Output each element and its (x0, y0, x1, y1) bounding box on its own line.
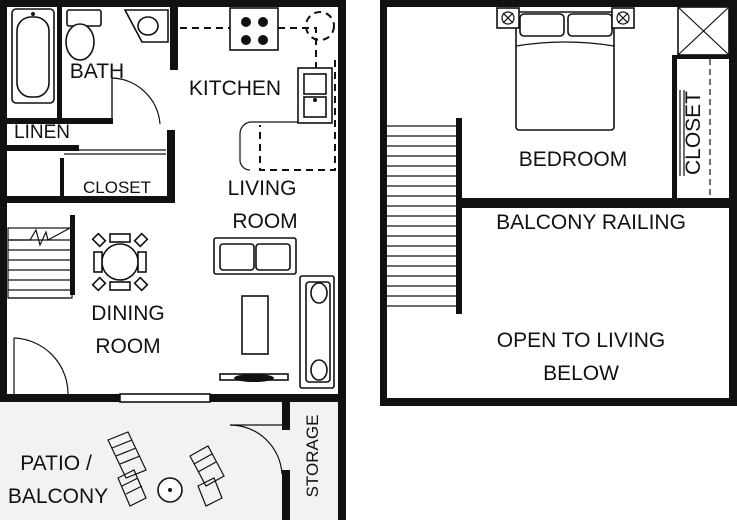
label-bedroom: BEDROOM (519, 148, 628, 171)
kitchen-sink-icon (297, 67, 333, 124)
label-patio-1: PATIO / (20, 452, 92, 475)
tv-stand-icon (219, 373, 289, 382)
upper-staircase (387, 125, 456, 307)
label-dining-1: DINING (91, 302, 165, 325)
label-storage: STORAGE (303, 415, 322, 498)
patio-chair-icon-2 (189, 445, 225, 507)
patio-chair-icon (107, 431, 147, 507)
label-balcony-railing: BALCONY RAILING (496, 211, 686, 234)
bath-sink-icon (123, 9, 169, 43)
lower-staircase (7, 215, 75, 299)
bed-icon (496, 7, 635, 131)
label-dining-2: ROOM (95, 335, 160, 358)
label-open-2: BELOW (543, 362, 619, 385)
label-closet-lower: CLOSET (83, 178, 151, 197)
upper-level (380, 0, 737, 406)
label-open-1: OPEN TO LIVING (497, 329, 665, 352)
loveseat-icon (213, 237, 297, 275)
bath-door (111, 77, 161, 125)
label-kitchen: KITCHEN (189, 77, 281, 100)
kitchen-counter (180, 27, 317, 70)
label-linen: LINEN (14, 122, 70, 143)
toilet-icon (65, 9, 102, 61)
label-living-2: ROOM (232, 210, 297, 233)
stove-icon (229, 7, 279, 51)
dining-table-icon (91, 232, 149, 292)
chute-icon (677, 6, 730, 56)
lower-level (0, 0, 346, 520)
sofa-icon (299, 275, 335, 389)
label-closet-upper: CLOSET (682, 91, 705, 175)
entry-door (13, 337, 69, 395)
storage-door (229, 424, 283, 475)
label-bath: BATH (70, 60, 124, 83)
bathtub-icon (11, 8, 55, 104)
patio-table-icon (157, 477, 183, 503)
label-patio-2: BALCONY (8, 485, 108, 508)
coffee-table-icon (241, 295, 269, 355)
label-living-1: LIVING (228, 177, 297, 200)
